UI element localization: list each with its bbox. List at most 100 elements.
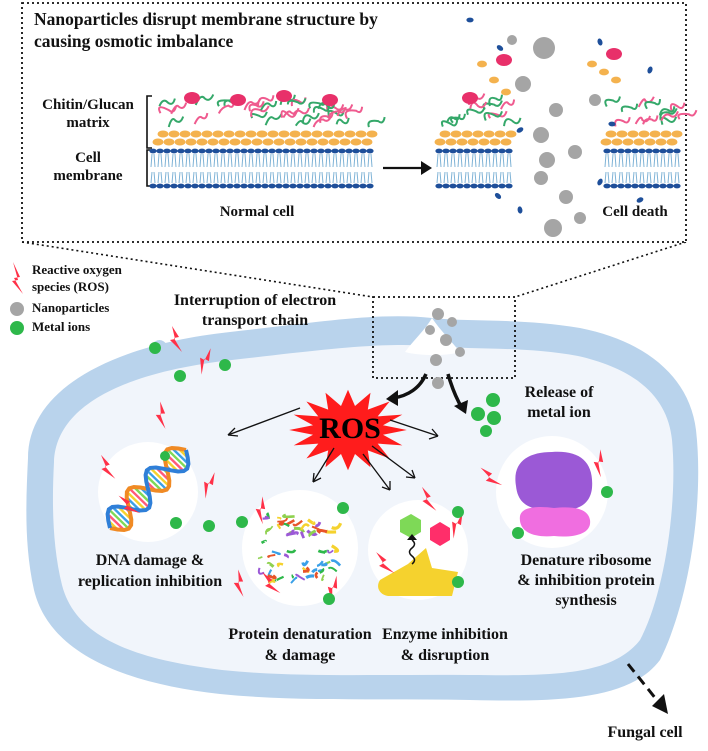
lipid-tail (297, 171, 300, 184)
matrix-fibril (614, 116, 631, 127)
matrix-bead (245, 130, 257, 138)
lipid-tail (660, 153, 663, 168)
protein-ribbon (321, 562, 328, 567)
matrix-fibril (637, 96, 655, 108)
protein-ribbon (331, 522, 343, 530)
lipid-head (603, 183, 611, 189)
lipid-tail (342, 153, 345, 168)
matrix-bead (174, 138, 186, 146)
matrix-fibril (466, 107, 486, 116)
lipid-tail (185, 171, 188, 184)
lipid-head (233, 183, 241, 189)
zoom-line-left (21, 241, 374, 298)
matrix-bead (611, 138, 623, 146)
lipid-tail (164, 171, 167, 184)
lipid-head (177, 148, 185, 154)
matrix-fibril (286, 97, 307, 105)
lipid-debris (636, 197, 644, 203)
matrix-bead (660, 130, 672, 138)
matrix-bead (461, 130, 473, 138)
protein-ribbon (295, 573, 306, 581)
lipid-debris (517, 206, 523, 214)
matrix-fibril (260, 100, 278, 111)
lipid-tail (230, 171, 233, 184)
protein-ribbon (265, 525, 274, 533)
lipid-head (610, 148, 618, 154)
lipid-head (498, 183, 506, 189)
lipid-tail (356, 171, 359, 184)
lipid-tail (639, 171, 642, 184)
ros-bolt-icon (452, 512, 463, 539)
lipid-tail (248, 171, 251, 184)
matrix-fibril (367, 116, 386, 128)
matrix-bead (306, 138, 318, 146)
dna-rung (111, 506, 132, 526)
ribosome-label-line2: & inhibition protein (517, 572, 655, 589)
matrix-bead (456, 138, 468, 146)
lipid-tail (499, 171, 502, 184)
lipid-tail (311, 153, 314, 168)
ros-bolt-icon (100, 454, 116, 479)
lipid-tail (467, 171, 470, 184)
protein-ribbon (266, 561, 275, 568)
matrix-debris (599, 68, 609, 76)
arrow-to-ros-head (386, 390, 398, 406)
matrix-bead (467, 138, 479, 146)
lipid-tail (646, 171, 649, 184)
lipid-head (498, 148, 506, 154)
lipid-tail (471, 171, 474, 184)
lipid-head (324, 148, 332, 154)
lipid-tail (625, 153, 628, 168)
ribosome-icon (515, 451, 593, 537)
lipid-tail (290, 153, 293, 168)
lipid-debris (466, 17, 474, 23)
lipid-head (303, 148, 311, 154)
ros-label: ROS (319, 412, 381, 445)
matrix-fibril (158, 106, 178, 114)
lipid-tail (297, 153, 300, 168)
lipid-tail (307, 153, 310, 168)
matrix-bead (627, 130, 639, 138)
lipid-tail (220, 171, 223, 184)
lipid-tail (321, 171, 324, 184)
lipid-head (463, 148, 471, 154)
lipid-tail (209, 153, 212, 168)
lipid-tail (446, 153, 449, 168)
matrix-bead (278, 130, 290, 138)
matrix-fibril (642, 115, 659, 125)
lipid-head (491, 183, 499, 189)
protein-ribbon (292, 519, 303, 527)
lipid-tail (150, 171, 153, 184)
surface-protein (606, 48, 622, 60)
lipid-tail (300, 153, 303, 168)
matrix-bead (322, 130, 334, 138)
lipid-tail (663, 153, 666, 168)
lipid-tail (216, 153, 219, 168)
matrix-bracket (146, 95, 152, 149)
lipid-tail (262, 153, 265, 168)
lipid-head (352, 148, 360, 154)
ros-bolt-icon (118, 495, 141, 514)
nanoparticle-entry-window (372, 296, 516, 379)
damaged-membrane (435, 148, 681, 189)
normal-chitin-glucan-matrix (152, 90, 386, 146)
lipid-tail (272, 153, 275, 168)
lipid-head (359, 148, 367, 154)
protein-ribbon (278, 520, 285, 526)
lipid-tail (307, 171, 310, 184)
lipid-tail (660, 171, 663, 184)
lipid-head (505, 148, 513, 154)
lipid-tail (370, 171, 373, 184)
lipid-tail (360, 153, 363, 168)
normal-cell-label: Normal cell (219, 204, 295, 220)
matrix-bead (671, 130, 683, 138)
lipid-head (484, 148, 492, 154)
protein-ribbon (330, 559, 342, 567)
lipid-tail (185, 153, 188, 168)
protein-ribbon (326, 549, 334, 554)
lipid-tail (265, 153, 268, 168)
lipid-debris (597, 38, 603, 46)
damaged-matrix (434, 17, 698, 214)
protein-ribbon (305, 574, 315, 579)
matrix-fibril (669, 102, 686, 112)
